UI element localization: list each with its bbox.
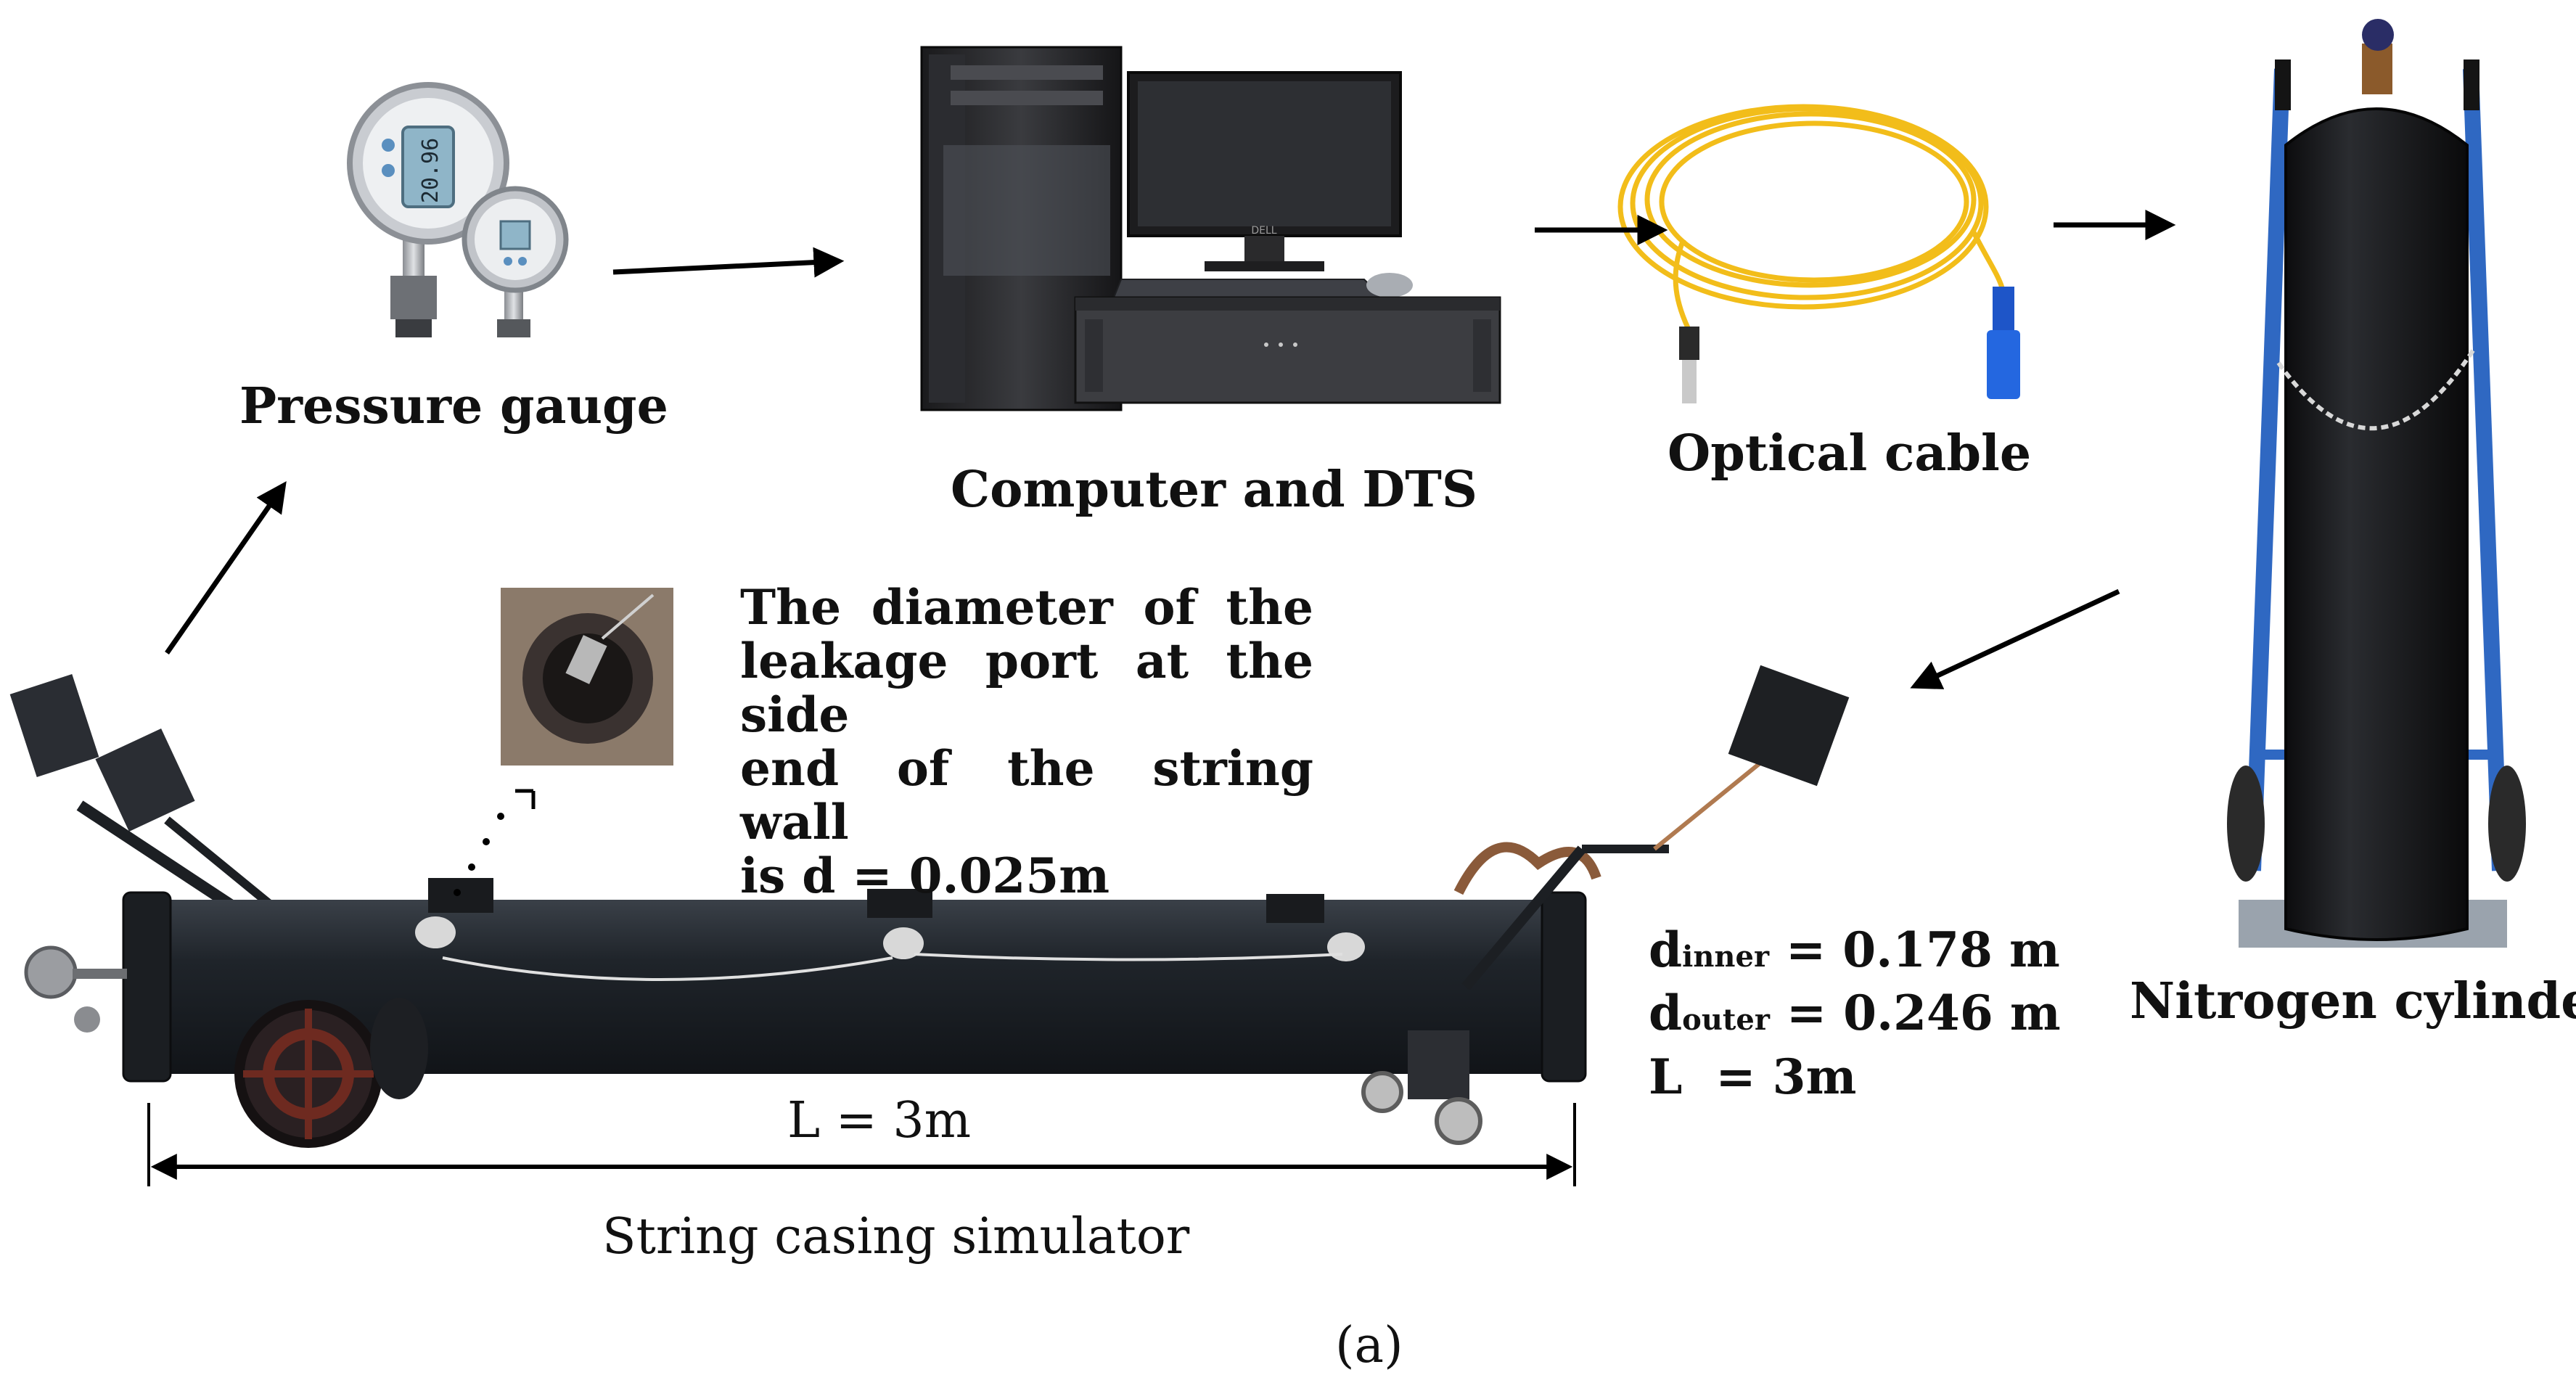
outer-diameter-label: douter = 0.246 m [1649,985,2061,1041]
pressure-gauge-image: 20.96 [347,82,569,337]
nitrogen-cylinder-label: Nitrogen cylinder [2130,972,2576,1030]
outer-subscript: outer [1682,1003,1770,1037]
fiber-connector-left [1679,327,1699,403]
arrow-simulator-to-gauge [165,481,287,654]
svg-text:20.96: 20.96 [418,138,443,203]
leakage-note-line-2: leakage port at the side [740,633,1313,743]
pressure-gauge-label: Pressure gauge [239,377,668,435]
length-label: L = 3m [787,1092,972,1149]
nitrogen-cylinder-image [2227,19,2526,948]
optical-cable-image [1617,104,2006,335]
inner-diameter-label: dinner = 0.178 m [1649,922,2060,978]
casing-simulator-label: String casing simulator [602,1208,1190,1265]
length-dimension-arrow [147,1103,1576,1186]
leakage-port-photo [501,588,673,766]
flow-arrows [165,210,2176,689]
arrow-gauge-to-computer [612,247,845,278]
computer-dts-label: Computer and DTS [951,461,1477,519]
svg-text:DELL: DELL [1251,225,1276,237]
arrow-cylinder-to-simulator [1910,588,2120,689]
panel-label: (a) [1335,1317,1403,1374]
optical-cable-label: Optical cable [1668,424,2032,483]
leak-callout-dots [454,789,536,896]
inner-subscript: inner [1682,940,1770,974]
leakage-port-note: The diameter of the leakage port at the … [740,580,1313,903]
length-spec-label: L = 3m [1649,1048,1857,1105]
leakage-note-line-1: The diameter of the [740,579,1313,636]
leakage-note-line-3: end of the string wall [740,740,1313,850]
computer-dts-image: DELL [920,46,1501,411]
leakage-note-line-4: is d = 0.025m [740,848,1110,904]
casing-simulator-image [9,665,1850,1148]
fiber-connector-right [1987,287,2020,399]
